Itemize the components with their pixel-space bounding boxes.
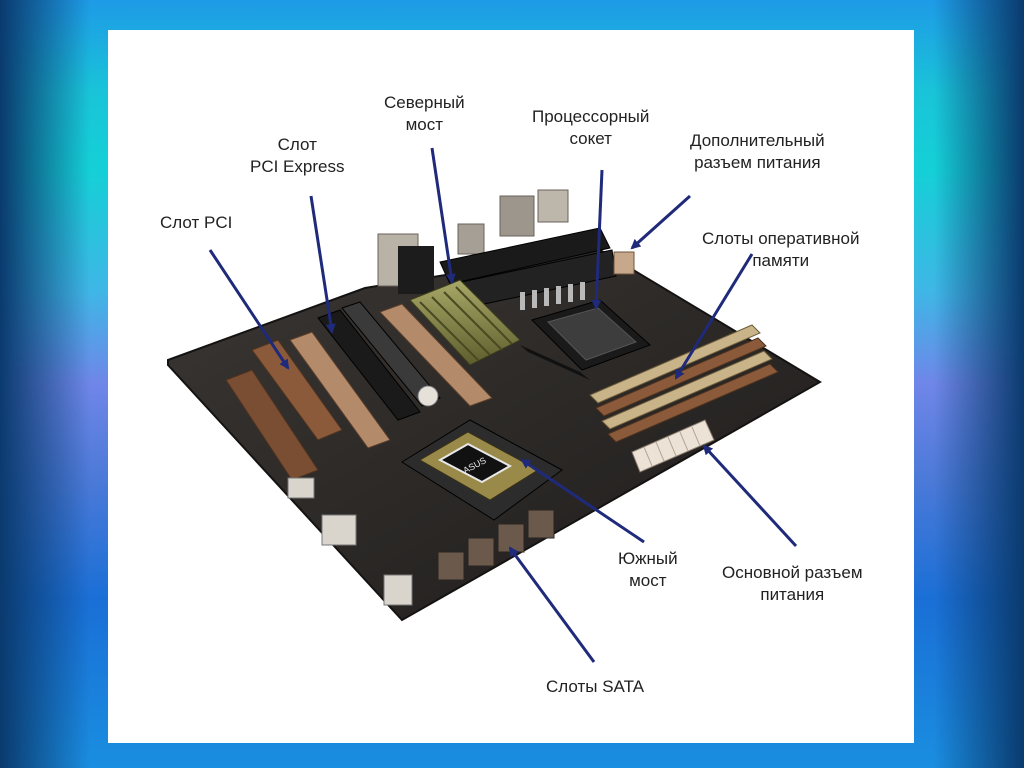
label-sata-slots: Слоты SATA: [546, 676, 644, 698]
arrow-main-power: [702, 444, 798, 548]
label-southbridge: Южный мост: [618, 548, 678, 592]
sata-ports: [437, 509, 555, 581]
aux-power-connector: [613, 251, 635, 275]
label-northbridge-line1: Северный: [384, 93, 465, 112]
label-pci-slot-text: Слот PCI: [160, 213, 233, 232]
label-northbridge: Северный мост: [384, 92, 465, 136]
label-main-power-line2: питания: [760, 585, 825, 604]
label-southbridge-line1: Южный: [618, 549, 678, 568]
pointer-arrows: [208, 147, 798, 663]
label-cpu-socket-line1: Процессорный: [532, 107, 650, 126]
arrow-ram-slots: [674, 253, 754, 380]
label-pci-slot: Слот PCI: [160, 212, 232, 234]
label-main-power: Основной разъем питания: [722, 562, 863, 606]
misc-components: [287, 385, 439, 606]
rear-io-ports: [377, 189, 569, 294]
label-pcie-slot: Слот PCI Express: [250, 134, 344, 178]
label-main-power-line1: Основной разъем: [722, 563, 863, 582]
label-aux-power: Дополнительный разъем питания: [690, 130, 825, 174]
label-ram-slots-line2: памяти: [752, 251, 810, 270]
label-ram-slots: Слоты оперативной памяти: [702, 228, 860, 272]
expansion-slots: [225, 301, 493, 481]
main-power-connector: [631, 419, 715, 473]
label-pcie-slot-line2: PCI Express: [250, 157, 345, 176]
label-sata-slots-text: Слоты SATA: [546, 677, 645, 696]
arrow-sata-slots: [508, 546, 596, 663]
label-ram-slots-line1: Слоты оперативной: [702, 229, 860, 248]
arrow-pcie-slot: [309, 195, 336, 334]
label-aux-power-line2: разъем питания: [694, 153, 821, 172]
label-southbridge-line2: мост: [629, 571, 667, 590]
arrow-pci-slot: [208, 249, 290, 370]
arrow-aux-power: [630, 194, 692, 250]
label-cpu-socket: Процессорный сокет: [532, 106, 649, 150]
label-pcie-slot-line1: Слот: [277, 135, 317, 154]
southbridge-heatsink: ASUS: [401, 419, 563, 521]
label-cpu-socket-line2: сокет: [569, 129, 612, 148]
label-aux-power-line1: Дополнительный: [690, 131, 825, 150]
label-northbridge-line2: мост: [405, 115, 444, 134]
arrow-cpu-socket: [591, 169, 604, 310]
arrow-southbridge: [520, 458, 645, 544]
arrow-northbridge: [430, 147, 456, 284]
cpu-socket: [520, 299, 651, 380]
